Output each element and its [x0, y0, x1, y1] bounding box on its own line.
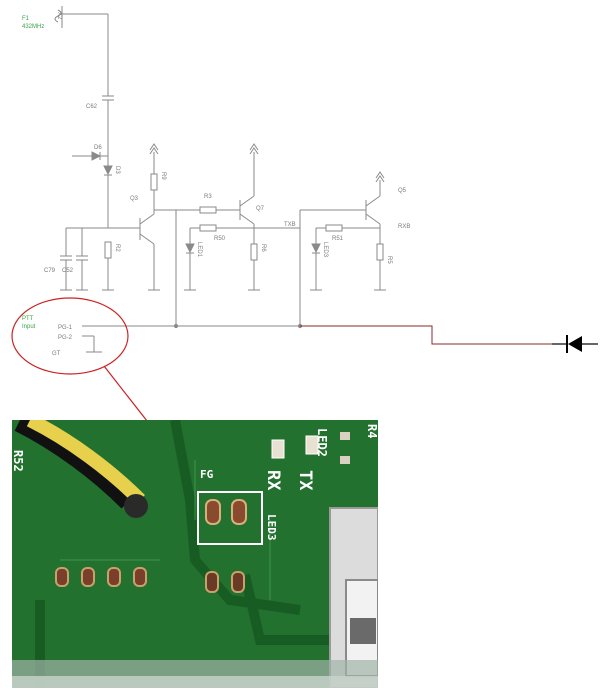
label-txb: TXB — [284, 222, 296, 228]
label-q7: Q7 — [256, 206, 265, 212]
pcb-photo: FG RX TX LED2 LED3 R52 R4 — [11, 420, 379, 688]
highlight-ellipse — [11, 297, 129, 375]
label-r9: R9 — [160, 172, 166, 180]
label-c62: C62 — [86, 104, 98, 110]
transistor-q7 — [239, 143, 259, 228]
schematic — [54, 6, 386, 353]
pcb-label-r52: R52 — [11, 450, 25, 472]
label-pin1: PG-1 — [58, 325, 73, 331]
pcb-label-r4: R4 — [365, 424, 379, 438]
label-d3: D3 — [114, 166, 120, 174]
diode-d6 — [72, 151, 108, 161]
resistor-r9 — [149, 143, 159, 210]
led-led3 — [311, 228, 321, 290]
label-led1: LED1 — [196, 242, 202, 258]
label-gnd: GT — [52, 351, 61, 357]
schematic-labels: X2 F1 432MHz C62 D6 D3 R9 Q3 R2 C79 C52 … — [22, 12, 410, 357]
label-q5: Q5 — [398, 188, 407, 194]
label-led3: LED3 — [322, 242, 328, 258]
label-pin2: PG-2 — [58, 335, 73, 341]
capacitor-c62 — [102, 95, 114, 156]
crystal-x2 — [54, 6, 109, 96]
resistor-r2 — [104, 241, 112, 259]
label-c79: C79 — [44, 268, 56, 274]
transistor-q5 — [330, 171, 385, 244]
pcb-label-rx: RX — [263, 470, 283, 491]
label-r5: R5 — [386, 256, 392, 264]
pcb-label-fg: FG — [200, 468, 214, 481]
label-f1: F1 — [22, 16, 30, 22]
label-ptt: PTT — [22, 316, 34, 322]
pcb-cable-wire — [26, 420, 145, 505]
fg-pad-1 — [205, 499, 221, 525]
right-diode — [552, 335, 598, 353]
label-x2: X2 — [56, 12, 62, 20]
ptt-bus — [82, 323, 303, 353]
pcb-label-tx: TX — [295, 470, 315, 491]
pcb-pads-row — [55, 567, 147, 587]
label-r6: R6 — [260, 244, 266, 252]
label-input: Input — [22, 324, 36, 330]
pcb-led-rx — [271, 439, 285, 459]
label-r50: R50 — [214, 236, 226, 242]
resistor-r5 — [376, 243, 384, 261]
label-r51: R51 — [332, 236, 344, 242]
label-d6: D6 — [94, 145, 102, 151]
resistor-r3 — [176, 206, 240, 214]
resistor-r6 — [250, 243, 258, 261]
pcb-led-tx — [305, 435, 319, 455]
label-c52: C52 — [62, 268, 74, 274]
capacitors-c79-c52 — [60, 228, 88, 290]
pcb-label-led3: LED3 — [265, 514, 278, 541]
resistor-r50 — [190, 224, 300, 232]
label-frequency: 432MHz — [22, 24, 44, 30]
pcb-label-led2: LED2 — [315, 428, 329, 457]
label-r2: R2 — [114, 244, 120, 252]
resistor-r51 — [316, 224, 380, 232]
led-led1 — [185, 228, 195, 290]
label-rxb: RXB — [398, 224, 410, 230]
fg-outline — [197, 491, 263, 545]
fg-pad-2 — [231, 499, 247, 525]
label-q3: Q3 — [130, 196, 139, 202]
diode-d3 — [103, 156, 113, 228]
label-r3: R3 — [204, 194, 212, 200]
external-ptt-line — [300, 325, 556, 345]
transistor-q3 — [139, 196, 155, 290]
